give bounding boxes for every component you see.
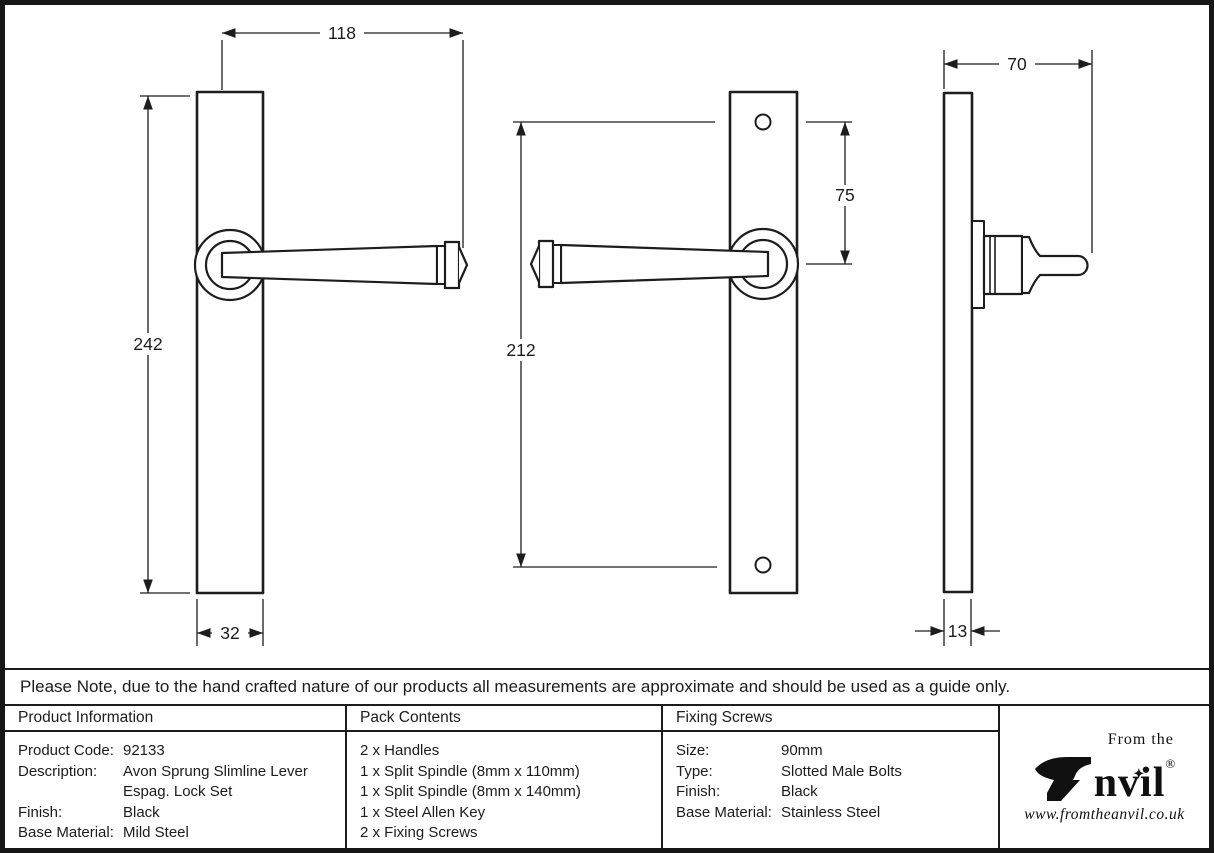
row-value: 90mm (781, 742, 823, 759)
logo-prefix: From the (1107, 730, 1174, 748)
lever-point (457, 246, 469, 284)
pack-contents-header: Pack Contents (347, 706, 661, 732)
row-value: 92133 (123, 742, 165, 759)
dimension-projection: 70 (943, 50, 1093, 253)
fixing-screws-column: Fixing Screws Size: 90mm Type: Slotted M… (663, 706, 1000, 848)
dimension-lever-length: 118 (221, 23, 464, 248)
row-label: Base Material: (18, 824, 114, 842)
table-row: Size: 90mm (676, 741, 998, 762)
dim-label-13: 13 (948, 621, 967, 641)
row-label: Base Material: (676, 803, 772, 821)
dim-label-212: 212 (506, 340, 535, 360)
row-label (18, 782, 123, 803)
row-label: Finish: (18, 803, 63, 821)
handle-side-view (942, 91, 1089, 594)
measurement-note-text: Please Note, due to the hand crafted nat… (20, 677, 1011, 696)
dim-label-70: 70 (1007, 54, 1027, 74)
row-label: Description: (18, 762, 98, 780)
table-row: Product Code: 92133 (18, 741, 345, 762)
list-item: 1 x Steel Allen Key (360, 803, 486, 821)
product-information-body: Product Code: 92133 Description: Avon Sp… (5, 732, 345, 844)
dimension-hole-spacing: 212 (499, 121, 717, 568)
row-label: Size: (676, 742, 710, 759)
backplate-edge (942, 91, 974, 594)
dim-label-32: 32 (220, 623, 239, 643)
list-item: 2 x Fixing Screws (360, 824, 478, 842)
screw-hole-top (754, 113, 772, 131)
from-the-anvil-logo: From the nvil® ✦ www.fromtheanvil.co.uk (1024, 731, 1184, 824)
lever-point (529, 245, 541, 283)
row-value: Black (123, 803, 160, 821)
table-row: Finish: Black (18, 803, 345, 824)
lever-grip (220, 244, 439, 286)
row-value: Stainless Steel (781, 803, 881, 821)
dim-label-75: 75 (835, 185, 854, 205)
product-information-column: Product Information Product Code: 92133 … (5, 706, 347, 848)
product-info-table: Product Information Product Code: 92133 … (5, 706, 1209, 848)
list-item: 1 x Split Spindle (8mm x 110mm) (360, 762, 580, 780)
pack-contents-body: 2 x Handles 1 x Split Spindle (8mm x 110… (347, 732, 661, 844)
lever-profile (1023, 235, 1089, 295)
row-value: Avon Sprung Slimline Lever (123, 762, 308, 780)
diamond-dot-icon: ✦ (1133, 765, 1146, 781)
row-value: Espag. Lock Set (123, 783, 233, 801)
dimension-hole-offset: 75 (806, 121, 863, 265)
table-row: Base Material: Mild Steel (18, 823, 345, 844)
dim-label-242: 242 (133, 334, 162, 354)
row-value: Black (781, 783, 818, 801)
row-label: Type: (676, 762, 713, 780)
lever-cap (443, 240, 461, 290)
backplate (195, 90, 265, 595)
product-information-header: Product Information (5, 706, 345, 732)
fixing-screws-header: Fixing Screws (663, 706, 998, 732)
table-row: Type: Slotted Male Bolts (676, 762, 998, 783)
dimension-plate-height: 242 (126, 95, 190, 594)
lever-grip (559, 243, 770, 285)
dimension-plate-width: 32 (196, 599, 264, 646)
dimension-plate-thickness: 13 (915, 599, 1000, 646)
screw-hole-bottom (754, 556, 772, 574)
table-row: Espag. Lock Set (18, 782, 345, 803)
fixing-screws-body: Size: 90mm Type: Slotted Male Bolts Fini… (663, 732, 998, 823)
row-label: Finish: (676, 783, 721, 801)
handle-front-view-mirrored (529, 90, 800, 595)
dim-label-118: 118 (328, 23, 356, 43)
measurement-note-row: Please Note, due to the hand crafted nat… (5, 668, 1209, 706)
row-label: Product Code: (18, 742, 114, 759)
lever-cap (537, 239, 555, 289)
row-value: Mild Steel (123, 824, 189, 842)
brand-logo-cell: From the nvil® ✦ www.fromtheanvil.co.uk (1000, 706, 1209, 848)
table-row: Description: Avon Sprung Slimline Lever (18, 762, 345, 783)
technical-drawing: 118 242 32 (126, 23, 1093, 646)
logo-website-url: www.fromtheanvil.co.uk (1024, 805, 1185, 823)
registered-mark: ® (1165, 755, 1176, 771)
table-row: Finish: Black (676, 782, 998, 803)
lever-collar (436, 245, 446, 285)
list-item: 1 x Split Spindle (8mm x 140mm) (360, 783, 581, 801)
list-item: 2 x Handles (360, 742, 440, 759)
backplate (728, 90, 799, 595)
table-row: Base Material: Stainless Steel (676, 803, 998, 824)
pack-contents-column: Pack Contents 2 x Handles 1 x Split Spin… (347, 706, 663, 848)
logo-brand-text: nvil (1093, 759, 1166, 806)
handle-front-view (193, 90, 469, 595)
rose-backing (971, 220, 985, 309)
anvil-icon (1034, 756, 1091, 801)
lever-collar (552, 244, 562, 284)
row-value: Slotted Male Bolts (781, 762, 902, 780)
